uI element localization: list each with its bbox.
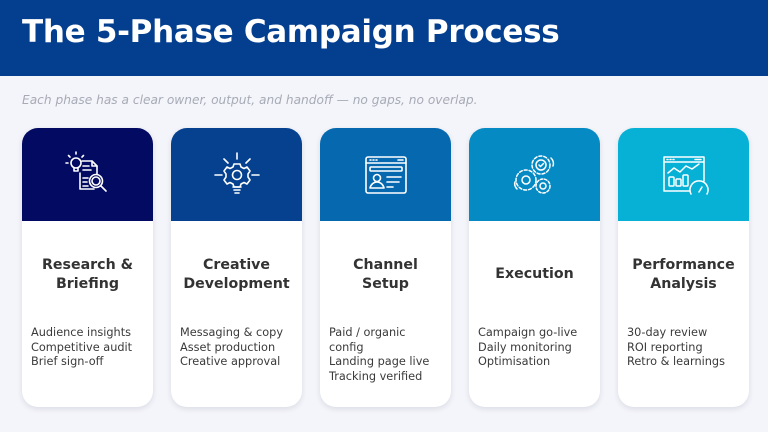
list-item: Daily monitoring xyxy=(478,340,572,354)
web-profile-form-icon xyxy=(364,155,407,194)
phase-card-channel: Channel Setup Paid / organic config Land… xyxy=(320,128,451,407)
phase-deliverables: Audience insights Competitive audit Brie… xyxy=(31,326,149,370)
list-item: Creative approval xyxy=(180,355,281,368)
phase-deliverables: Paid / organic config Landing page live … xyxy=(329,326,447,384)
phase-title: Execution xyxy=(495,266,574,282)
page-subtitle: Each phase has a clear owner, output, an… xyxy=(22,93,478,107)
phase-card-execution: Execution Campaign go-live Daily monitor… xyxy=(469,128,600,407)
analytics-dashboard-gauge-icon xyxy=(662,155,709,195)
phase-card-research: Research & Briefing Audience insights Co… xyxy=(22,128,153,407)
phase-title: Performance Analysis xyxy=(632,257,735,292)
phase-card-header xyxy=(22,128,153,221)
gear-lightbulb-icon xyxy=(213,151,260,194)
phase-card-header xyxy=(469,128,600,221)
list-item: Optimisation xyxy=(478,355,551,368)
list-item: Asset production xyxy=(180,340,276,354)
list-item: Campaign go-live xyxy=(478,326,578,339)
phase-card-performance: Performance Analysis 30-day review ROI r… xyxy=(618,128,749,407)
phase-card-header xyxy=(171,128,302,221)
phase-card-creative: Creative Development Messaging & copy As… xyxy=(171,128,302,407)
phase-title: Research & Briefing xyxy=(41,257,133,292)
list-item: Tracking verified xyxy=(329,369,423,383)
list-item: Audience insights xyxy=(31,326,132,339)
phase-card-header xyxy=(618,128,749,221)
research-document-search-icon xyxy=(64,150,107,192)
list-item: Brief sign-off xyxy=(31,355,104,368)
list-item: Landing page live xyxy=(329,355,430,368)
gears-check-icon xyxy=(513,154,554,194)
phase-card-header xyxy=(320,128,451,221)
phase-title: Creative Development xyxy=(183,257,290,292)
list-item: Messaging & copy xyxy=(180,326,284,339)
list-item: 30-day review xyxy=(627,326,708,339)
header-bar: The 5-Phase Campaign Process xyxy=(0,0,768,76)
list-item: ROI reporting xyxy=(627,340,703,354)
phase-deliverables: Campaign go-live Daily monitoring Optimi… xyxy=(478,326,596,370)
page-title: The 5-Phase Campaign Process xyxy=(22,14,560,50)
list-item: Retro & learnings xyxy=(627,355,725,368)
phase-deliverables: 30-day review ROI reporting Retro & lear… xyxy=(627,326,745,370)
list-item: Paid / organic xyxy=(329,326,406,339)
phase-deliverables: Messaging & copy Asset production Creati… xyxy=(180,326,298,370)
list-item: Competitive audit xyxy=(31,340,133,354)
list-item: config xyxy=(329,340,364,354)
phase-title: Channel Setup xyxy=(353,257,418,292)
